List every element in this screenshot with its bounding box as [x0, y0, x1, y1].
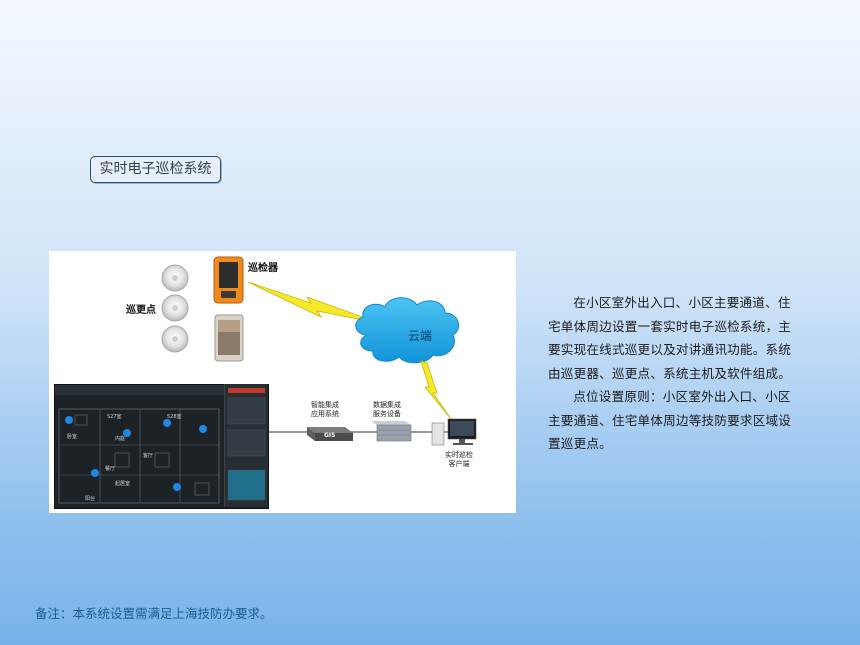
description-paragraph-1: 在小区室外出入口、小区主要通道、住宅单体周边设置一套实时电子巡检系统，主要实现在…	[548, 295, 792, 381]
data-service-label: 数据集成 服务设备	[373, 401, 401, 418]
patrol-point-label: 巡更点	[126, 305, 156, 316]
integration-label: 智能集成 应用系统	[311, 401, 339, 418]
patrol-point-icon-3	[161, 325, 189, 353]
patrol-device-icon	[213, 256, 244, 304]
description-paragraph-2: 点位设置原则：小区室外出入口、小区主要通道、住宅单体周边等技防要求区域设置巡更点…	[548, 389, 792, 451]
gis-label: GIS	[324, 432, 336, 439]
cloud-icon	[355, 297, 460, 364]
patrol-device-label: 巡检器	[248, 263, 278, 274]
client-label: 实时巡检 客户端	[445, 451, 473, 468]
section-title: 实时电子巡检系统	[90, 156, 221, 183]
description-text: 在小区室外出入口、小区主要通道、住宅单体周边设置一套实时电子巡检系统，主要实现在…	[548, 291, 794, 456]
diagram-graphics	[161, 256, 477, 446]
patrol-point-icon-2	[161, 294, 189, 322]
gis-switch-icon	[307, 427, 353, 441]
floorplan-drawing	[58, 408, 220, 504]
smartphone-icon	[214, 314, 244, 362]
wireless-link-top	[247, 281, 380, 324]
wireless-link-bottom	[420, 360, 452, 420]
side-panel-graphics	[227, 388, 266, 501]
patrol-point-icon-1	[161, 264, 189, 292]
floorplan-titlebar	[55, 385, 268, 395]
server-icon	[371, 421, 412, 442]
footnote: 备注：本系统设置需满足上海技防办要求。	[35, 606, 273, 621]
client-pc-icon	[431, 418, 477, 446]
cloud-label: 云端	[408, 329, 433, 343]
floorplan-side-panel	[224, 384, 268, 507]
system-diagram: 巡检器 巡更点 云端 智能集成 应用系统 GIS 数据集成 服务设备 实时巡检 …	[49, 251, 516, 513]
